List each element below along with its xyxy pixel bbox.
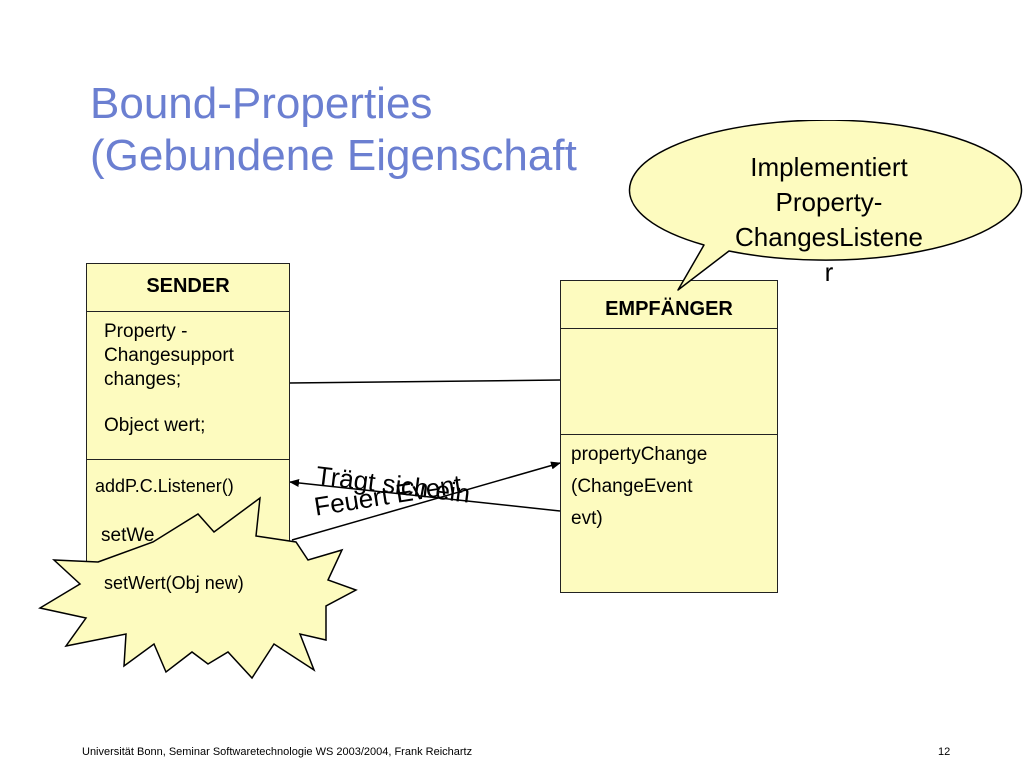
sender-method-add-listener: addP.C.Listener() xyxy=(95,476,234,496)
page-number: 12 xyxy=(938,746,951,758)
sender-attributes-section: Property - Changesupport changes; Object… xyxy=(87,312,289,460)
sender-method-setwert-partial: setWe xyxy=(101,525,155,546)
callout-bubble-shape xyxy=(628,120,1023,291)
fire-event-arrow xyxy=(291,461,561,541)
callout-line: Property- xyxy=(775,187,883,217)
sender-header: SENDER xyxy=(87,264,289,312)
receiver-method-line: (ChangeEvent xyxy=(571,476,693,497)
callout-line: r xyxy=(824,257,834,287)
register-listener-arrow xyxy=(289,478,561,512)
slide-title-line-1: Bound-Properties xyxy=(90,79,433,128)
slide-title-line-2: (Gebundene Eigenschaft xyxy=(90,131,577,180)
sender-attribute-line: changes; xyxy=(104,369,182,390)
receiver-method-line: evt) xyxy=(571,508,603,529)
sender-attribute-line: Property - xyxy=(104,321,188,342)
callout-line: ChangesListene xyxy=(735,222,923,252)
receiver-method-line: propertyChange xyxy=(571,444,708,465)
setwert-explosion-label: setWert(Obj new) xyxy=(104,573,244,593)
sender-attribute-line: Changesupport xyxy=(104,345,234,366)
sender-attribute-line: Object wert; xyxy=(104,415,206,436)
callout-text: Implementiert Property- ChangesListene r xyxy=(694,150,964,290)
receiver-attributes-section xyxy=(561,329,777,435)
receiver-class-box: EMPFÄNGER propertyChange (ChangeEvent ev… xyxy=(560,280,778,593)
setwert-explosion-shape xyxy=(38,496,358,680)
association-line xyxy=(288,379,561,384)
callout-line: Implementiert xyxy=(750,152,908,182)
receiver-header: EMPFÄNGER xyxy=(561,281,777,329)
footer-text: Universität Bonn, Seminar Softwaretechno… xyxy=(82,746,473,758)
